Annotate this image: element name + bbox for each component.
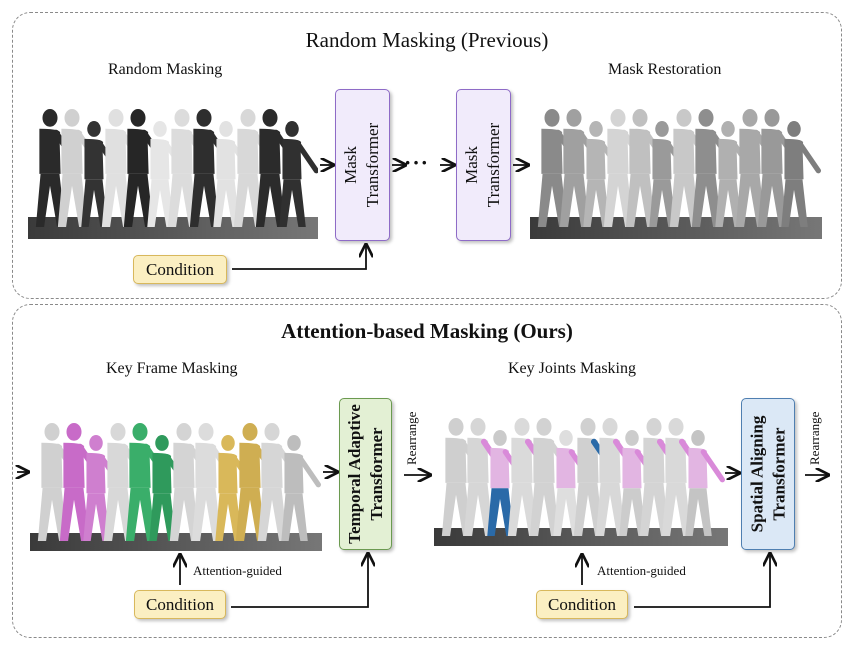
condition-box-key-frame: Condition	[134, 590, 226, 619]
human-figure	[537, 109, 583, 227]
key-frame-masking-label: Key Frame Masking	[106, 360, 238, 377]
condition-label-top: Condition	[145, 259, 214, 279]
bottom-panel-title: Attention-based Masking (Ours)	[281, 319, 573, 343]
top-panel-title: Random Masking (Previous)	[305, 28, 549, 52]
human-figure	[279, 121, 318, 227]
condition-box-top: Condition	[133, 255, 227, 284]
temporal-adaptive-transformer-block: Temporal Adaptive Transformer	[339, 398, 392, 550]
arrow-condition-to-spatial	[634, 554, 770, 608]
random-masking-scene	[28, 109, 318, 239]
arrow-condition-to-temporal	[231, 554, 368, 608]
mask-restoration-label: Mask Restoration	[608, 61, 722, 78]
human-figure	[169, 423, 215, 541]
condition-label-key-joints: Condition	[547, 594, 616, 614]
attention-guided-label-2: Attention-guided	[597, 563, 686, 578]
mask-restoration-scene	[530, 109, 822, 239]
human-figure	[573, 418, 619, 536]
random-masking-panel	[12, 12, 842, 299]
spatial-aligning-transformer-block: Spatial Aligning Transformer	[741, 398, 795, 550]
human-figure	[281, 435, 322, 541]
key-frame-masking-scene	[30, 423, 322, 551]
human-figure	[235, 423, 281, 541]
mask-transformer-block-1: Mask Transformer	[335, 89, 390, 241]
attention-masking-panel	[12, 304, 842, 638]
ellipsis-icon: ···	[404, 150, 430, 175]
key-joints-masking-label: Key Joints Masking	[508, 360, 636, 377]
human-figure	[685, 430, 726, 536]
human-figure	[781, 121, 822, 227]
condition-label-key-frame: Condition	[145, 594, 214, 614]
human-figure	[35, 109, 81, 227]
attention-guided-label-1: Attention-guided	[193, 563, 282, 578]
mask-transformer-block-2: Mask Transformer	[456, 89, 511, 241]
random-masking-label: Random Masking	[108, 61, 223, 78]
human-figure	[37, 423, 83, 541]
human-figure	[441, 418, 487, 536]
condition-box-key-joints: Condition	[536, 590, 628, 619]
human-figure	[255, 109, 301, 227]
arrow-condition-to-mask1	[232, 245, 366, 270]
key-joints-masking-scene	[434, 418, 728, 546]
